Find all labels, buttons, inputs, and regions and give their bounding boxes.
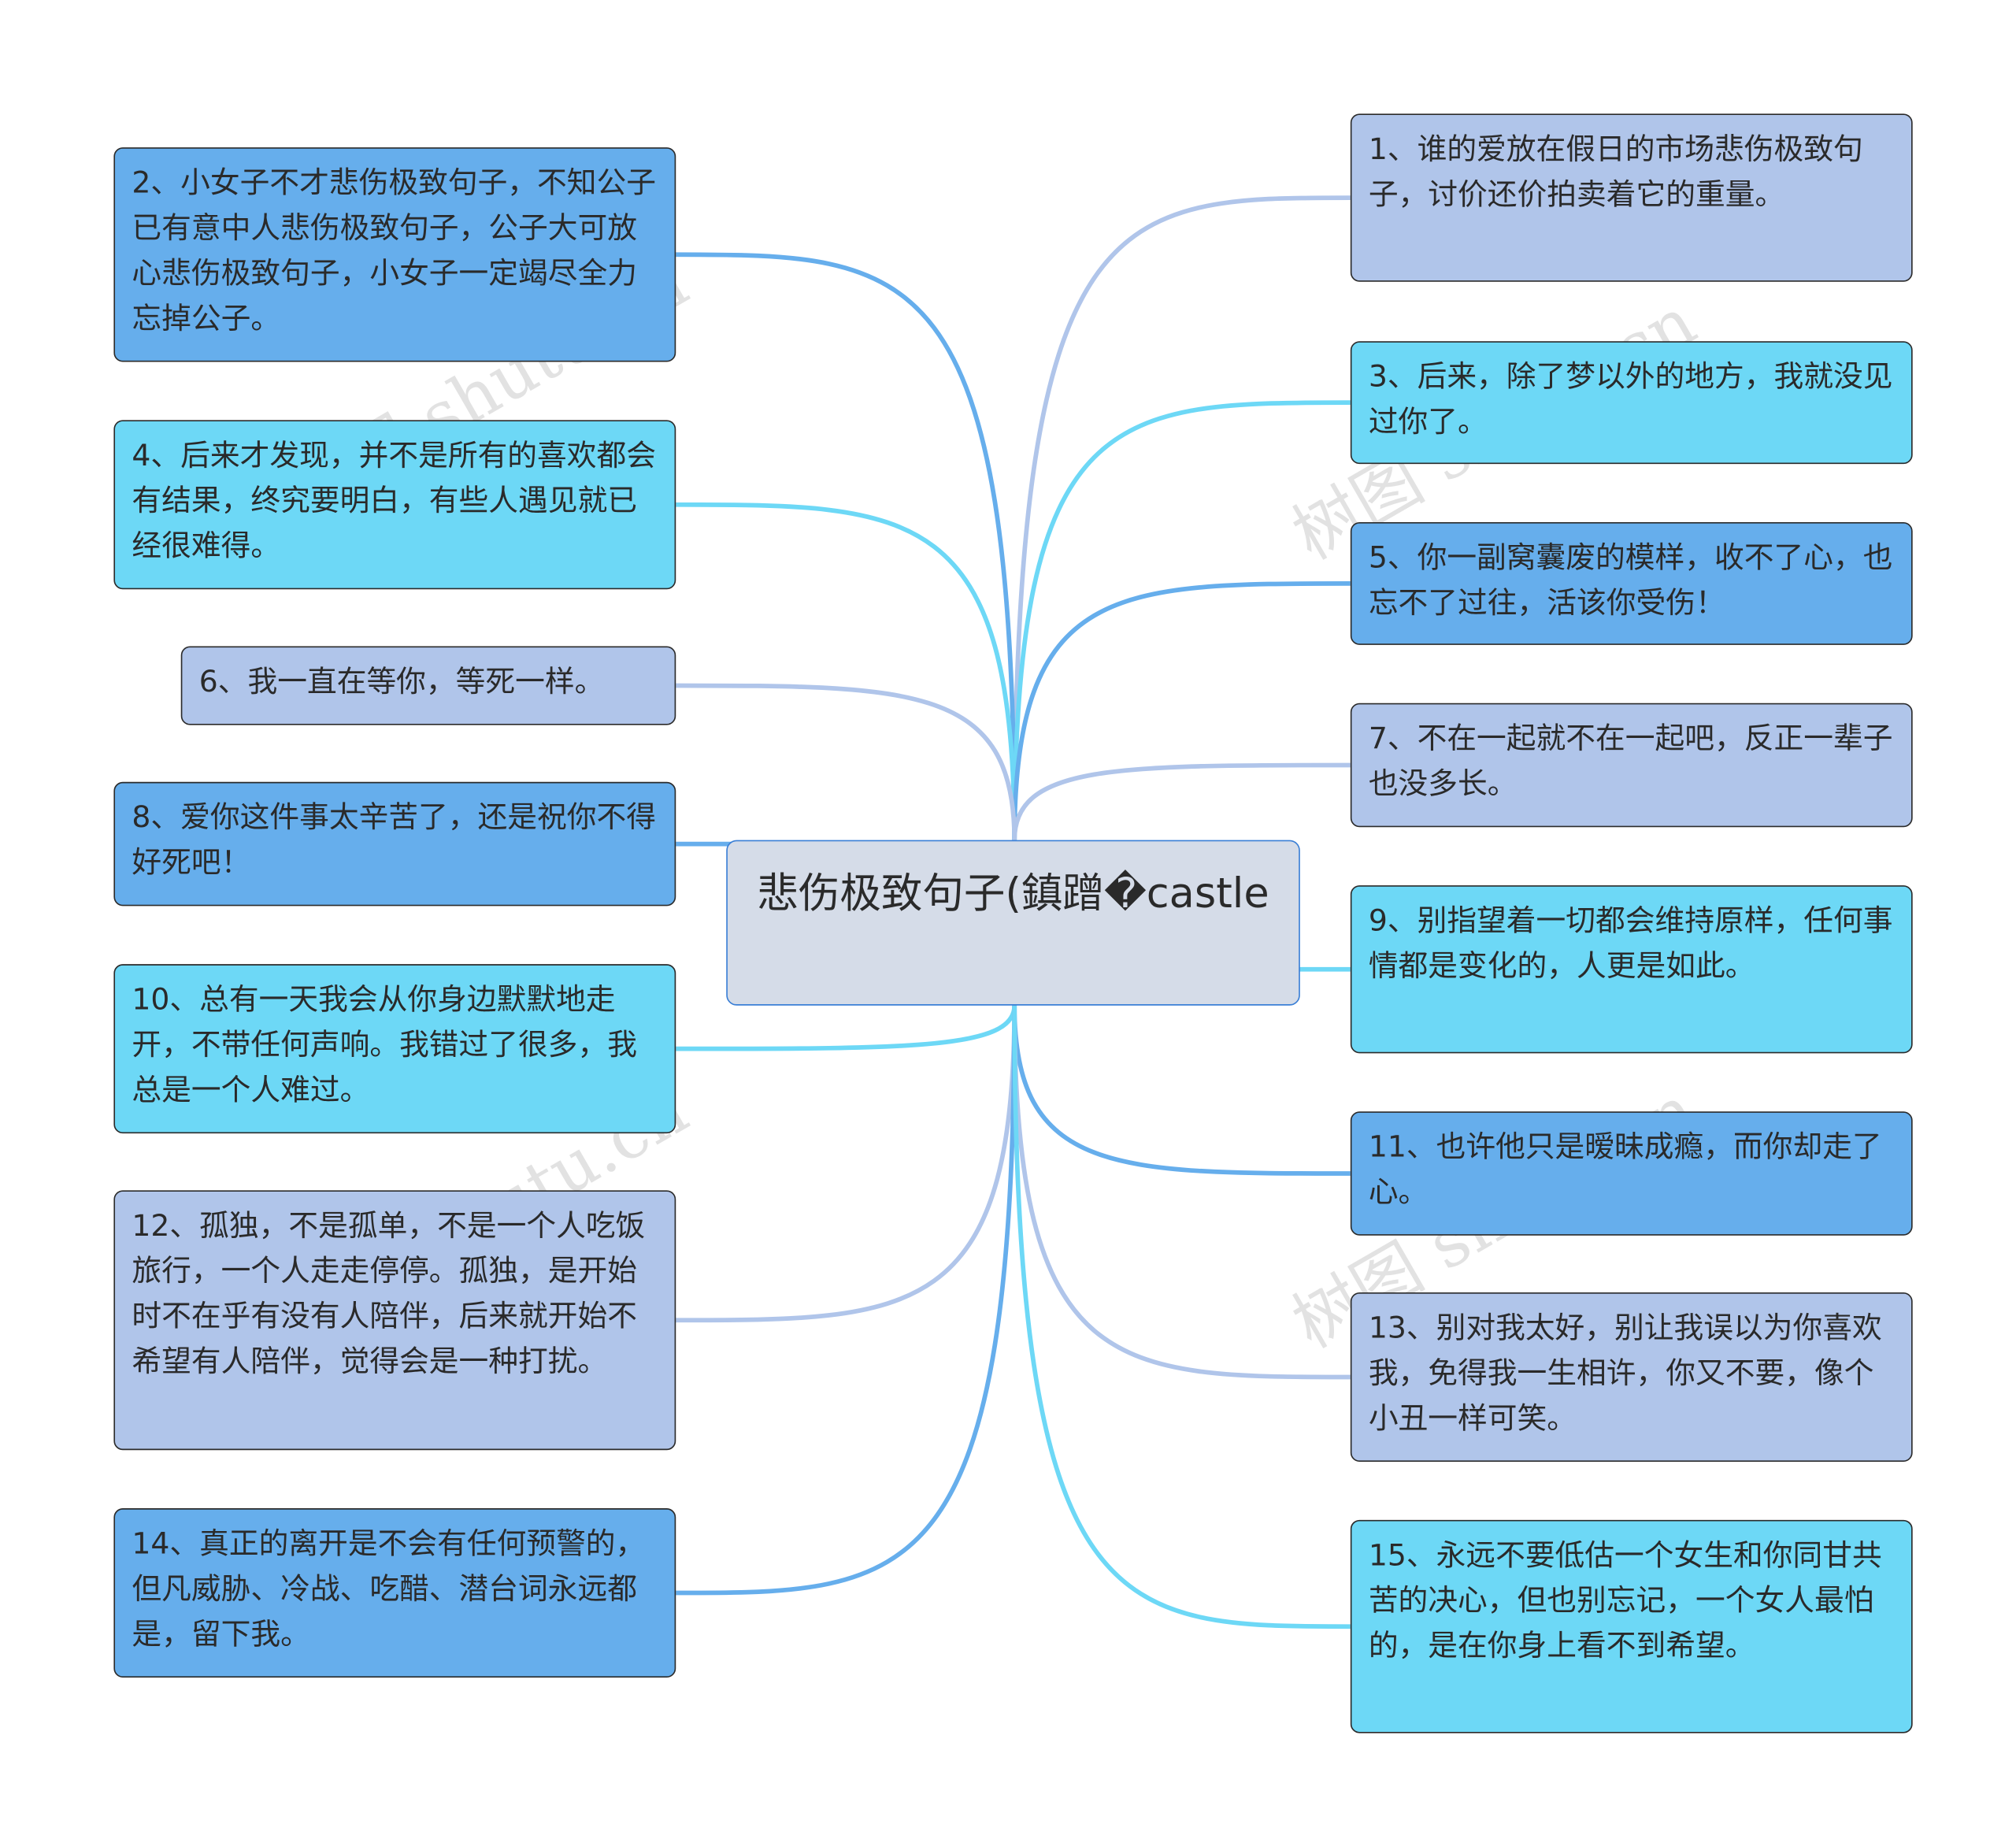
topic-node-label: 9、别指望着一切都会维持原样，任何事情都是变化的，人更是如此。 — [1368, 904, 1893, 984]
topic-node-label: 11、也许他只是暧昧成瘾，而你却走了心。 — [1368, 1130, 1882, 1210]
connector-line — [1012, 1005, 1351, 1176]
topic-node-1[interactable]: 1、谁的爱放在假日的市场悲伤极致句子，讨价还价拍卖着它的重量。 — [1350, 113, 1913, 282]
topic-node-9[interactable]: 9、别指望着一切都会维持原样，任何事情都是变化的，人更是如此。 — [1350, 885, 1913, 1054]
topic-node-label: 5、你一副窝囊废的模样，收不了心，也忘不了过往，活该你受伤！ — [1368, 541, 1893, 621]
central-topic[interactable]: 悲伤极致句子(鎮蹭�castle — [726, 840, 1300, 1006]
connector-line — [1012, 400, 1351, 840]
topic-node-label: 2、小女子不才悲伤极致句子，不知公子已有意中人悲伤极致句子，公子大可放心悲伤极致… — [132, 166, 657, 336]
topic-node-7[interactable]: 7、不在一起就不在一起吧，反正一辈子也没多长。 — [1350, 703, 1913, 828]
connector-line — [676, 502, 1017, 840]
topic-node-label: 7、不在一起就不在一起吧，反正一辈子也没多长。 — [1368, 722, 1893, 802]
connector-line — [676, 1005, 1017, 1051]
connector-line — [1012, 762, 1351, 840]
connector-line — [1012, 195, 1351, 840]
topic-node-14[interactable]: 14、真正的离开是不会有任何预警的，但凡威胁、冷战、吃醋、潜台词永远都是，留下我… — [113, 1508, 676, 1678]
connector-line — [676, 683, 1017, 840]
topic-node-label: 15、永远不要低估一个女生和你同甘共苦的决心，但也别忘记，一个女人最怕的，是在你… — [1368, 1539, 1882, 1663]
topic-node-4[interactable]: 4、后来才发现，并不是所有的喜欢都会有结果，终究要明白，有些人遇见就已经很难得。 — [113, 420, 676, 590]
topic-node-2[interactable]: 2、小女子不才悲伤极致句子，不知公子已有意中人悲伤极致句子，公子大可放心悲伤极致… — [113, 147, 676, 362]
topic-node-label: 13、别对我太好，别让我误以为你喜欢我，免得我一生相许，你又不要，像个小丑一样可… — [1368, 1311, 1882, 1437]
topic-node-15[interactable]: 15、永远不要低估一个女生和你同甘共苦的决心，但也别忘记，一个女人最怕的，是在你… — [1350, 1519, 1913, 1733]
topic-node-label: 8、爱你这件事太辛苦了，还是祝你不得好死吧！ — [132, 801, 657, 881]
topic-node-13[interactable]: 13、别对我太好，别让我误以为你喜欢我，免得我一生相许，你又不要，像个小丑一样可… — [1350, 1292, 1913, 1462]
topic-node-label: 4、后来才发现，并不是所有的喜欢都会有结果，终究要明白，有些人遇见就已经很难得。 — [132, 439, 657, 564]
central-topic-label: 悲伤极致句子(鎮蹭�castle — [757, 868, 1269, 918]
topic-node-label: 12、孤独，不是孤单，不是一个人吃饭旅行，一个人走走停停。孤独，是开始时不在乎有… — [132, 1209, 646, 1379]
topic-node-3[interactable]: 3、后来，除了梦以外的地方，我就没见过你了。 — [1350, 341, 1913, 465]
connector-line — [1012, 581, 1351, 840]
topic-node-12[interactable]: 12、孤独，不是孤单，不是一个人吃饭旅行，一个人走走停停。孤独，是开始时不在乎有… — [113, 1190, 676, 1451]
connector-line — [676, 1005, 1017, 1596]
topic-node-label: 3、后来，除了梦以外的地方，我就没见过你了。 — [1368, 360, 1893, 439]
topic-node-label: 1、谁的爱放在假日的市场悲伤极致句子，讨价还价拍卖着它的重量。 — [1368, 133, 1863, 213]
connector-line — [676, 1005, 1017, 1323]
topic-node-label: 10、总有一天我会从你身边默默地走开，不带任何声响。我错过了很多，我总是一个人难… — [132, 983, 638, 1108]
topic-node-11[interactable]: 11、也许他只是暧昧成瘾，而你却走了心。 — [1350, 1111, 1913, 1236]
topic-node-5[interactable]: 5、你一副窝囊废的模样，收不了心，也忘不了过往，活该你受伤！ — [1350, 521, 1913, 645]
topic-node-10[interactable]: 10、总有一天我会从你身边默默地走开，不带任何声响。我错过了很多，我总是一个人难… — [113, 964, 676, 1134]
connector-line — [1012, 1005, 1351, 1630]
topic-node-label: 14、真正的离开是不会有任何预警的，但凡威胁、冷战、吃醋、潜台词永远都是，留下我… — [132, 1527, 646, 1652]
connector-line — [1012, 1005, 1351, 1380]
topic-node-label: 6、我一直在等你，等死一样。 — [198, 666, 605, 699]
topic-node-8[interactable]: 8、爱你这件事太辛苦了，还是祝你不得好死吧！ — [113, 781, 676, 907]
topic-node-6[interactable]: 6、我一直在等你，等死一样。 — [180, 646, 676, 725]
connector-line — [676, 252, 1017, 840]
